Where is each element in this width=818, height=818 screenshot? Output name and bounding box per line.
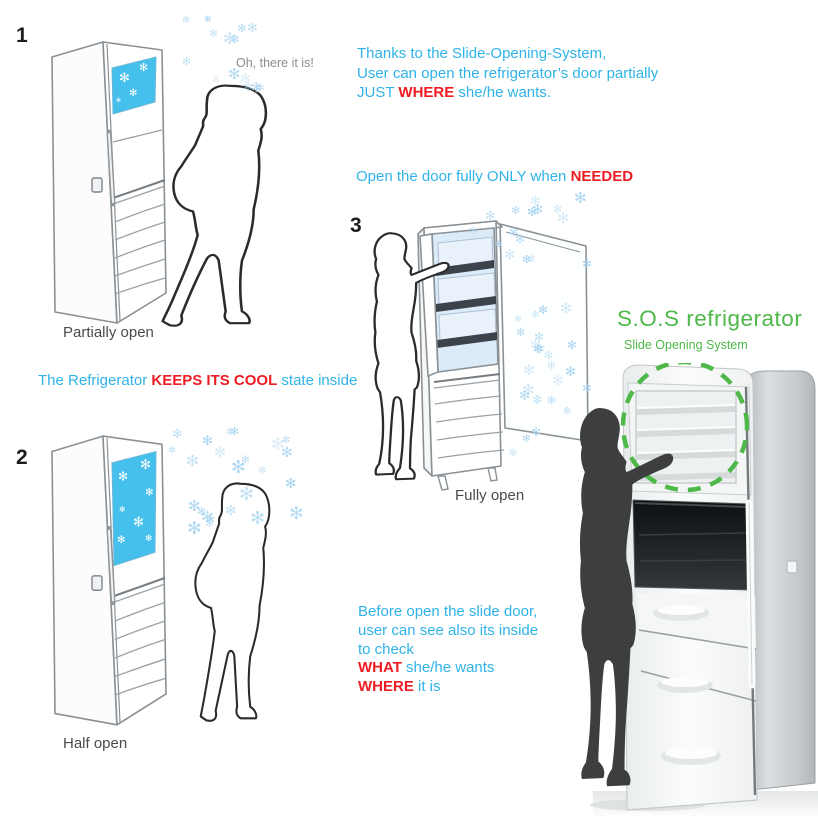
note-line: she/he wants.	[454, 84, 551, 101]
snowflake-icon: ✻	[532, 202, 544, 217]
note-line: user can see also its inside	[358, 621, 539, 639]
snowflake-icon: ✻	[553, 204, 563, 216]
note-slide-system: Thanks to the Slide-Opening-System, User…	[357, 44, 658, 103]
svg-text:✻: ✻	[133, 514, 144, 529]
note-line: The Refrigerator	[38, 372, 152, 389]
snowflake-icon: ✻	[258, 466, 267, 477]
cool-panel	[111, 450, 157, 567]
snowflake-icon: ✻	[202, 433, 213, 448]
svg-text:✻: ✻	[145, 488, 153, 499]
fridge-partially-open-illustration: ✻ ✻ ✻ ✻	[51, 41, 167, 324]
snowflake-icon: ✻	[247, 20, 258, 35]
note-line: it is	[413, 678, 441, 696]
caption-fully-open: Fully open	[455, 487, 525, 504]
snowflake-icon: ✻	[226, 427, 235, 438]
note-line: User can open the refrigerator’s door pa…	[357, 64, 659, 82]
snowflake-icon: ✻	[241, 454, 250, 466]
snowflake-icon: ✻	[282, 435, 291, 446]
note-line: JUST	[357, 84, 399, 101]
highlight-where: WHERE	[398, 84, 455, 101]
focus-dashed-ellipse	[620, 363, 750, 493]
svg-text:✻: ✻	[145, 533, 153, 543]
cool-panel	[111, 56, 157, 115]
caption-partially-open: Partially open	[63, 324, 154, 341]
snowflake-icon: ✻	[231, 457, 246, 477]
snowflake-icon: ✻	[182, 56, 192, 68]
svg-text:✻: ✻	[139, 62, 148, 74]
woman-silhouette-outline-1	[161, 84, 268, 327]
woman-silhouette-outline-2	[194, 482, 271, 722]
side-handle	[91, 177, 103, 193]
note-open-fully: Open the door fully ONLY when NEEDED	[356, 167, 633, 187]
step-2-number: 2	[16, 446, 28, 469]
snowflake-icon: ✻	[223, 30, 237, 48]
speech-text: Oh, there it is!	[236, 56, 314, 70]
note-line: Before open the slide door,	[358, 603, 538, 620]
woman-silhouette-outline-3	[373, 232, 450, 481]
snowflake-icon: ✻	[209, 28, 218, 40]
product-title: S.O.S refrigerator	[617, 306, 803, 331]
svg-text:✻: ✻	[119, 505, 126, 514]
step-3-number: 3	[350, 214, 362, 237]
svg-text:✻: ✻	[116, 97, 121, 104]
product-subtitle: Slide Opening System	[624, 338, 748, 352]
highlight-what: WHAT	[358, 659, 402, 677]
snowflake-icon: ✻	[574, 190, 587, 207]
product-photo	[590, 363, 818, 818]
snowflake-icon: ✻	[237, 23, 247, 35]
snowflake-icon: ✻	[172, 427, 183, 441]
note-line: to check	[358, 640, 414, 658]
note-line: Open the door fully ONLY when	[356, 168, 571, 185]
snowflake-icon: ✻	[214, 445, 227, 461]
note-before-open: Before open the slide door, user can see…	[358, 603, 538, 697]
drawer-separator	[638, 629, 757, 650]
caption-half-open: Half open	[63, 735, 128, 752]
highlight-keeps-cool: KEEPS ITS COOL	[151, 372, 278, 389]
note-line: she/he wants	[401, 659, 495, 677]
snowflake-icon: ✻	[271, 435, 286, 454]
snowflake-icon: ✻	[530, 193, 541, 208]
note-line: Thanks to the Slide-Opening-System,	[357, 45, 607, 62]
snowflake-icon: ✻	[281, 444, 293, 460]
snowflake-icon: ✻	[204, 14, 212, 24]
snowflake-icon: ✻	[230, 426, 240, 438]
side-handle	[91, 575, 103, 591]
note-keeps-cool: The Refrigerator KEEPS ITS COOL state in…	[38, 371, 357, 391]
svg-text:✻: ✻	[129, 88, 137, 99]
svg-text:✻: ✻	[117, 535, 125, 546]
highlight-where-2: WHERE	[358, 678, 414, 696]
step-1-number: 1	[16, 24, 28, 47]
snowflake-icon: ✻	[230, 34, 240, 46]
svg-text:✻: ✻	[119, 70, 130, 85]
fridge-half-open-illustration: ✻ ✻ ✻ ✻ ✻ ✻ ✻	[51, 435, 167, 726]
svg-text:✻: ✻	[140, 457, 151, 472]
fridge-fully-open-illustration	[417, 220, 589, 491]
woman-silhouette-filled	[579, 407, 674, 787]
snowflake-icon: ✻	[182, 15, 191, 26]
snowflake-icon: ✻	[186, 453, 199, 470]
note-line: state inside	[277, 372, 358, 389]
highlight-needed: NEEDED	[570, 168, 634, 185]
svg-text:✻: ✻	[118, 469, 128, 483]
